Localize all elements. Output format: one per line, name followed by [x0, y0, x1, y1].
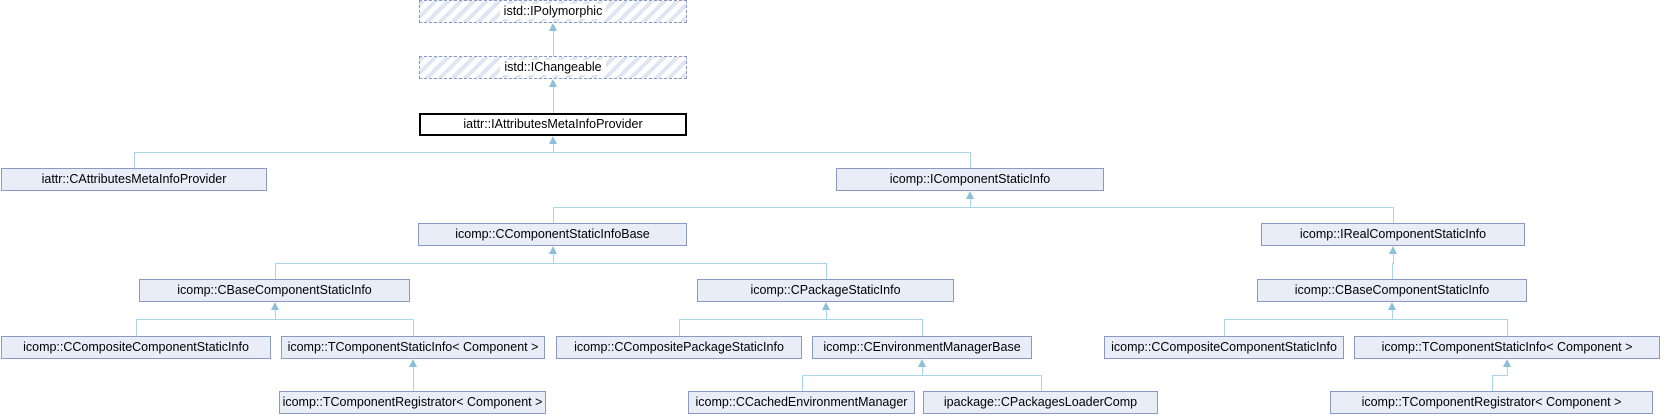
edge-drop	[1492, 375, 1493, 391]
class-node-label: icomp::TComponentStaticInfo< Component >	[1381, 340, 1633, 355]
class-node-label: iattr::CAttributesMetaInfoProvider	[41, 172, 227, 187]
class-node-label: icomp::CCompositeComponentStaticInfo	[23, 340, 249, 355]
edge-bus	[136, 319, 414, 320]
edge-bus	[275, 263, 827, 264]
inheritance-arrow-icon	[549, 23, 557, 31]
edge-riser	[553, 254, 554, 263]
edge-bus	[1492, 375, 1508, 376]
class-node-ccachedenvironmentmanager[interactable]: icomp::CCachedEnvironmentManager	[688, 391, 915, 414]
class-node-tcomponentregistrator-r[interactable]: icomp::TComponentRegistrator< Component …	[1330, 391, 1653, 414]
class-node-cpackagesloadercomp[interactable]: ipackage::CPackagesLoaderComp	[923, 391, 1158, 414]
class-node-ccompositecomponentstaticinfo-r[interactable]: icomp::CCompositeComponentStaticInfo	[1104, 336, 1344, 359]
class-node-label: icomp::TComponentRegistrator< Component …	[1361, 395, 1622, 410]
class-node-ccompositecomponentstaticinfo-l[interactable]: icomp::CCompositeComponentStaticInfo	[1, 336, 271, 359]
class-node-label: icomp::TComponentRegistrator< Component …	[282, 395, 543, 410]
class-node-iattributesmetainfoprovider: iattr::IAttributesMetaInfoProvider	[419, 113, 687, 136]
edge-drop	[1041, 375, 1042, 391]
class-node-label: icomp::CBaseComponentStaticInfo	[1294, 283, 1490, 298]
edge-bus	[679, 319, 923, 320]
edge-drop	[970, 152, 971, 168]
edge-drop	[1224, 319, 1225, 336]
edge-drop	[826, 263, 827, 279]
edge-drop	[1507, 319, 1508, 336]
class-node-cbasecomponentstaticinfo-l[interactable]: icomp::CBaseComponentStaticInfo	[139, 279, 410, 302]
class-node-ichangeable[interactable]: istd::IChangeable	[419, 56, 687, 79]
class-node-label: icomp::CCompositePackageStaticInfo	[574, 340, 784, 355]
inheritance-arrow-icon	[966, 191, 974, 199]
edge-riser	[553, 31, 554, 40]
edge-riser	[1393, 254, 1394, 263]
class-node-ccomponentstaticinfobase[interactable]: icomp::CComponentStaticInfoBase	[418, 223, 687, 246]
class-node-tcomponentstaticinfo-l[interactable]: icomp::TComponentStaticInfo< Component >	[281, 336, 545, 359]
edge-drop	[1393, 207, 1394, 223]
edge-riser	[413, 367, 414, 375]
edge-drop	[275, 263, 276, 279]
class-node-label: icomp::IRealComponentStaticInfo	[1299, 227, 1487, 242]
class-node-label: icomp::CCompositeComponentStaticInfo	[1111, 340, 1337, 355]
class-node-label: istd::IPolymorphic	[499, 4, 607, 19]
edge-drop	[553, 40, 554, 56]
edge-drop	[922, 319, 923, 336]
edge-drop	[553, 96, 554, 113]
class-node-label: icomp::CEnvironmentManagerBase	[823, 340, 1021, 355]
inheritance-arrow-icon	[549, 79, 557, 87]
inheritance-arrow-icon	[822, 302, 830, 310]
edge-riser	[1392, 310, 1393, 319]
class-node-label: icomp::CCachedEnvironmentManager	[695, 395, 908, 410]
class-node-ipolymorphic[interactable]: istd::IPolymorphic	[419, 0, 687, 23]
edge-drop	[134, 152, 135, 168]
inheritance-arrow-icon	[1503, 359, 1511, 367]
class-node-tcomponentregistrator-l[interactable]: icomp::TComponentRegistrator< Component …	[279, 391, 546, 414]
class-node-label: icomp::CComponentStaticInfoBase	[455, 227, 650, 242]
class-node-label: ipackage::CPackagesLoaderComp	[943, 395, 1138, 410]
class-node-icomponentstaticinfo[interactable]: icomp::IComponentStaticInfo	[836, 168, 1104, 191]
edge-riser	[922, 367, 923, 375]
edge-riser	[970, 199, 971, 207]
edge-riser	[553, 87, 554, 96]
inheritance-arrow-icon	[549, 246, 557, 254]
class-node-label: iattr::IAttributesMetaInfoProvider	[463, 117, 643, 132]
edge-riser	[1507, 367, 1508, 375]
edge-drop	[553, 207, 554, 223]
class-node-label: icomp::TComponentStaticInfo< Component >	[287, 340, 539, 355]
edge-bus	[1224, 319, 1508, 320]
edge-drop	[802, 375, 803, 391]
edge-bus	[134, 152, 971, 153]
class-node-label: icomp::CPackageStaticInfo	[750, 283, 901, 298]
class-node-ccompositepackagestaticinfo[interactable]: icomp::CCompositePackageStaticInfo	[556, 336, 802, 359]
class-node-cpackagestaticinfo[interactable]: icomp::CPackageStaticInfo	[697, 279, 954, 302]
class-node-label: istd::IChangeable	[500, 60, 606, 75]
class-node-label: icomp::CBaseComponentStaticInfo	[177, 283, 372, 298]
edge-drop	[413, 375, 414, 391]
edge-bus	[802, 375, 1042, 376]
edge-drop	[679, 319, 680, 336]
class-node-cattributesmetainfoprovider[interactable]: iattr::CAttributesMetaInfoProvider	[1, 168, 267, 191]
edge-drop	[413, 319, 414, 336]
class-node-cenvironmentmanagerbase[interactable]: icomp::CEnvironmentManagerBase	[812, 336, 1032, 359]
edge-riser	[826, 310, 827, 319]
inheritance-arrow-icon	[1389, 246, 1397, 254]
inheritance-arrow-icon	[409, 359, 417, 367]
class-node-irealcomponentstaticinfo[interactable]: icomp::IRealComponentStaticInfo	[1261, 223, 1525, 246]
inheritance-arrow-icon	[1388, 302, 1396, 310]
edge-drop	[136, 319, 137, 336]
edge-bus	[553, 207, 1394, 208]
class-node-cbasecomponentstaticinfo-r[interactable]: icomp::CBaseComponentStaticInfo	[1257, 279, 1527, 302]
inheritance-arrow-icon	[271, 302, 279, 310]
inheritance-arrow-icon	[549, 136, 557, 144]
edge-riser	[275, 310, 276, 319]
class-node-label: icomp::IComponentStaticInfo	[889, 172, 1051, 187]
edge-drop	[1392, 263, 1393, 279]
edge-bus	[1392, 263, 1394, 264]
inheritance-arrow-icon	[918, 359, 926, 367]
class-node-tcomponentstaticinfo-r[interactable]: icomp::TComponentStaticInfo< Component >	[1354, 336, 1660, 359]
edge-riser	[553, 144, 554, 152]
